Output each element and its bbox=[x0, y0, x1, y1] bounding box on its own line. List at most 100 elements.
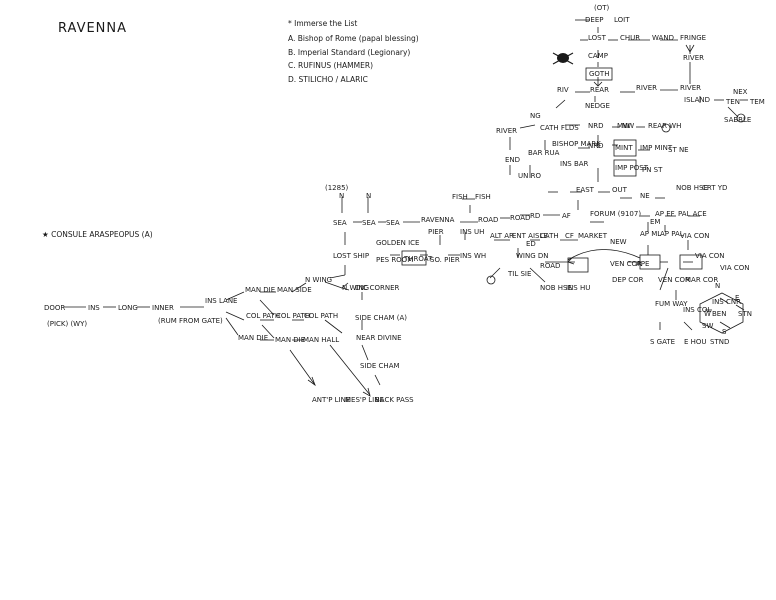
node-east: EAST bbox=[576, 186, 595, 194]
node-rear-wh: REAR WH bbox=[648, 122, 681, 130]
node-ins-wh: INS WH bbox=[460, 252, 486, 260]
node-nedge: NEDGE bbox=[585, 102, 610, 110]
node-river-1: RIVER bbox=[496, 127, 517, 135]
node-sea-1: SEA bbox=[333, 219, 347, 227]
node-new: NEW bbox=[610, 238, 627, 246]
node-sea-3: SEA bbox=[386, 219, 400, 227]
legend-item-a: A. Bishop of Rome (papal blessing) bbox=[288, 34, 419, 43]
node-n-3: N bbox=[715, 282, 720, 290]
node-mint: MINT bbox=[615, 144, 633, 152]
node-ben: BEN bbox=[712, 310, 726, 318]
node-pick-wy: (PICK) (WY) bbox=[47, 320, 87, 328]
node-mw: MW bbox=[617, 122, 630, 130]
node-e-hou: E HOU bbox=[684, 338, 707, 346]
legend-item-b: B. Imperial Standard (Legionary) bbox=[288, 48, 410, 57]
node-out: OUT bbox=[612, 186, 628, 194]
node-camp: CAMP bbox=[588, 52, 608, 60]
node-nex: NEX bbox=[733, 88, 748, 96]
node-golden-ice: GOLDEN ICE bbox=[376, 239, 419, 247]
node-side-cham: SIDE CHAM bbox=[360, 362, 400, 370]
node-lost-ship: LOST SHIP bbox=[333, 252, 369, 260]
node-via-con: VIA CON bbox=[680, 232, 710, 240]
node-wand: WAND bbox=[652, 34, 674, 42]
node-chur: CHUR bbox=[620, 34, 640, 42]
node-river-2: RIVER bbox=[636, 84, 657, 92]
node-ins-lane: INS LANE bbox=[205, 297, 237, 305]
node-til-sie: TIL SIE bbox=[507, 270, 531, 278]
node-sw: SW bbox=[702, 322, 713, 330]
node-road-1: ROAD bbox=[478, 216, 498, 224]
node-lost: LOST bbox=[588, 34, 607, 42]
node-crt-yd: CRT YD bbox=[702, 184, 727, 192]
node-n-wing: N WING bbox=[305, 276, 332, 284]
node-via-con-3: VIA CON bbox=[720, 264, 750, 272]
node-cf: CF bbox=[565, 232, 574, 240]
node-mar-cor: MAR COR bbox=[685, 276, 718, 284]
node-goth: GOTH bbox=[589, 70, 609, 78]
node-ten: TEN bbox=[725, 98, 740, 106]
node-sea-2: SEA bbox=[362, 219, 376, 227]
node-long: LONG bbox=[118, 304, 138, 312]
legend-item-d: D. STILICHO / ALARIC bbox=[288, 75, 368, 84]
node-island: ISLAND bbox=[684, 96, 710, 104]
node-st-ne: ST NE bbox=[668, 146, 689, 154]
node-af: AF bbox=[562, 212, 571, 220]
node-river-3: RIVER bbox=[680, 84, 701, 92]
node-bar-rua: BAR RUA bbox=[528, 149, 560, 157]
node-s-gate: S GATE bbox=[650, 338, 675, 346]
node-col-path-3: COL PATH bbox=[304, 312, 338, 320]
node-fringe: FRINGE bbox=[680, 34, 706, 42]
node-man-side: MAN SIDE bbox=[277, 286, 312, 294]
node-mes-line-2: MES'P LINE bbox=[345, 396, 384, 404]
node-ven-cor: VEN COR bbox=[610, 260, 642, 268]
map-nodes: DOOR INS LONG INNER (PICK) (WY) (RUM FRO… bbox=[44, 4, 765, 404]
node-ins-cnr: INS CNR bbox=[712, 298, 741, 306]
node-s: S bbox=[722, 328, 727, 336]
node-near-divine: NEAR DIVINE bbox=[356, 334, 402, 342]
node-wing-dn: WING DN bbox=[516, 252, 549, 260]
legend-item-c: C. RUFINUS (HAMMER) bbox=[288, 61, 373, 70]
node-stnd: STND bbox=[710, 338, 729, 346]
node-end: END bbox=[505, 156, 520, 164]
node-road-3: ROAD bbox=[540, 262, 560, 270]
node-nrd: NRD bbox=[588, 122, 604, 130]
node-so-pier: SO. PIER bbox=[430, 256, 460, 264]
node-dic-corner: DIC CORNER bbox=[355, 284, 399, 292]
node-throat: THROAT bbox=[403, 255, 433, 263]
node-inner: INNER bbox=[152, 304, 174, 312]
node-road-2: ROAD bbox=[510, 214, 530, 222]
node-un-ro: UN RO bbox=[518, 172, 541, 180]
node-via-con-2: VIA CON bbox=[695, 252, 725, 260]
node-n-2: N bbox=[366, 192, 371, 200]
node-ravenna: RAVENNA bbox=[421, 216, 455, 224]
node-side-cham-a: SIDE CHAM (A) bbox=[355, 314, 407, 322]
node-fish-2: FISH bbox=[475, 193, 491, 201]
node-ins: INS bbox=[88, 304, 100, 312]
node-pier: PIER bbox=[428, 228, 444, 236]
node-man-die-top: MAN DIE bbox=[245, 286, 275, 294]
node-riv: RIV bbox=[557, 86, 569, 94]
node-rum-from-gate: (RUM FROM GATE) bbox=[158, 317, 223, 325]
node-deep: DEEP bbox=[585, 16, 603, 24]
node-alt-ar: ALT AR bbox=[490, 232, 514, 240]
node-sabble: SABBLE bbox=[724, 116, 751, 124]
node-forum: FORUM (9107) bbox=[590, 210, 641, 218]
node-man-die-bot: MAN DIE bbox=[238, 334, 268, 342]
node-ne: NE bbox=[640, 192, 650, 200]
node-cath: CATH bbox=[540, 232, 559, 240]
node-loit: LOIT bbox=[614, 16, 630, 24]
node-bishop-mark: BISHOP MARK bbox=[552, 140, 601, 148]
node-dep-cor: DEP COR bbox=[612, 276, 644, 284]
node-man-hall: MAN HALL bbox=[303, 336, 339, 344]
node-ot: (OT) bbox=[594, 4, 610, 12]
node-n-1: N bbox=[339, 192, 344, 200]
node-rear: REAR bbox=[590, 86, 609, 94]
node-w: W bbox=[704, 310, 711, 318]
map-edges bbox=[64, 20, 748, 395]
map-title: RAVENNA bbox=[58, 21, 127, 36]
node-man-die-2: MAN DIE bbox=[275, 336, 305, 344]
node-ap-ml: AP ML bbox=[640, 230, 661, 238]
node-col-path: COL PATH bbox=[246, 312, 280, 320]
legend-header: * Immerse the List bbox=[288, 19, 357, 28]
